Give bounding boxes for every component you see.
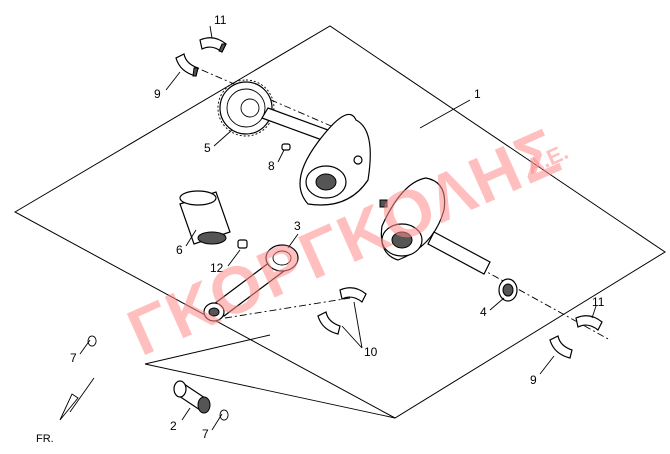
callout-9-right: 9 [530, 373, 537, 387]
circlip-7-left [87, 335, 97, 347]
callout-7-left: 7 [70, 351, 77, 365]
crankshaft-right-half [380, 177, 491, 275]
callout-12: 12 [210, 261, 224, 275]
nut [379, 199, 388, 208]
leader-lines [79, 25, 597, 431]
front-direction-label: FR. [36, 433, 54, 445]
pin-12 [237, 239, 248, 249]
connecting-rod-3 [203, 244, 299, 322]
bearing-half-right-9 [549, 335, 573, 359]
piston-pin-2 [173, 380, 211, 414]
bearing-halves-10 [317, 287, 367, 335]
callout-5: 5 [204, 141, 211, 155]
woodruff-key-8 [281, 143, 291, 151]
callout-7-bottom: 7 [202, 427, 209, 441]
front-direction-arrow [59, 377, 95, 421]
callout-3: 3 [294, 219, 301, 233]
pin-guide-line [144, 334, 271, 365]
callout-11-right: 11 [592, 295, 605, 309]
callout-8: 8 [268, 159, 275, 173]
bearing-half-right-11 [575, 315, 603, 331]
drive-gear-5 [217, 79, 275, 137]
assembly-plane [13, 25, 666, 419]
bearing-half-top-9 [175, 53, 199, 77]
oil-seal-4 [498, 278, 518, 302]
callout-9-top: 9 [154, 87, 161, 101]
bearing-half-top-11 [199, 37, 227, 53]
callout-11-top: 11 [214, 13, 227, 27]
pin-guide-line [144, 363, 396, 419]
sleeve-6 [179, 190, 231, 245]
circlip-7-bottom [219, 409, 229, 421]
callout-6: 6 [176, 243, 183, 257]
callout-1: 1 [474, 87, 481, 101]
crankshaft-left-half [261, 107, 371, 206]
callout-10: 10 [364, 345, 378, 359]
axis-line [224, 297, 351, 319]
callout-2: 2 [170, 419, 177, 433]
callout-4: 4 [480, 305, 487, 319]
